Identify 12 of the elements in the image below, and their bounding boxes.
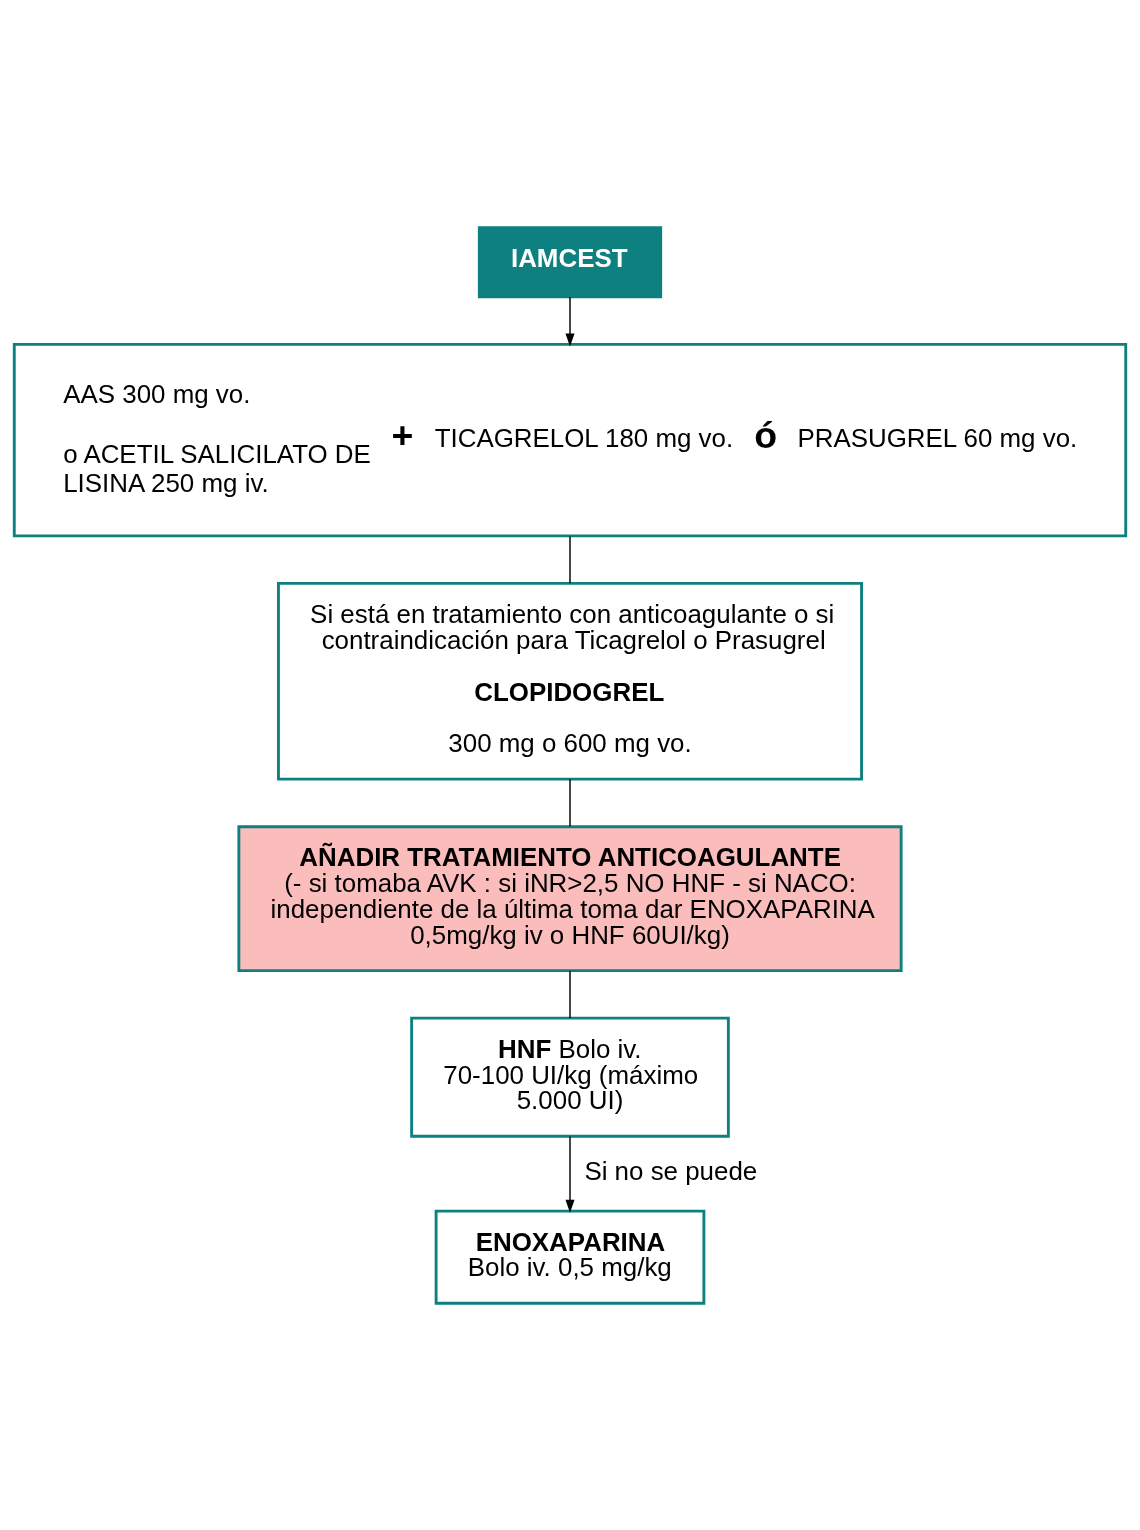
node-box: HNF Bolo iv. 70-100 UI/kg (máximo 5.000 UI) [410, 1016, 730, 1138]
connector [569, 969, 571, 1019]
node-box: Si está en tratamiento con anticoagulante o si contraindicación para Ticagrelol o Prasugrel CLOPIDOGREL 300 mg o 600 mg vo. [277, 581, 863, 781]
connector [569, 778, 571, 827]
arrow [565, 1135, 575, 1213]
node-box: AÑADIR TRATAMIENTO ANTICOAGULANTE (- si tomaba AVK : si iNR>2,5 NO HNF - si NACO: independiente de la última toma dar ENOXAPARINA 0,5mg/kg iv o HNF 60UI/kg) [237, 824, 903, 972]
edge-label: Si no se puede [584, 1156, 758, 1185]
node-box: ENOXAPARINA Bolo iv. 0,5 mg/kg [434, 1209, 706, 1305]
arrow [565, 295, 575, 346]
node-box: IAMCEST [477, 225, 663, 298]
connector [569, 535, 571, 584]
node-box: AAS 300 mg vo. o ACETIL SALICILATO DE LISINA 250 mg iv. + TICAGRELOL 180 mg vo. ó PRASUGREL 60 mg vo. [12, 342, 1128, 537]
